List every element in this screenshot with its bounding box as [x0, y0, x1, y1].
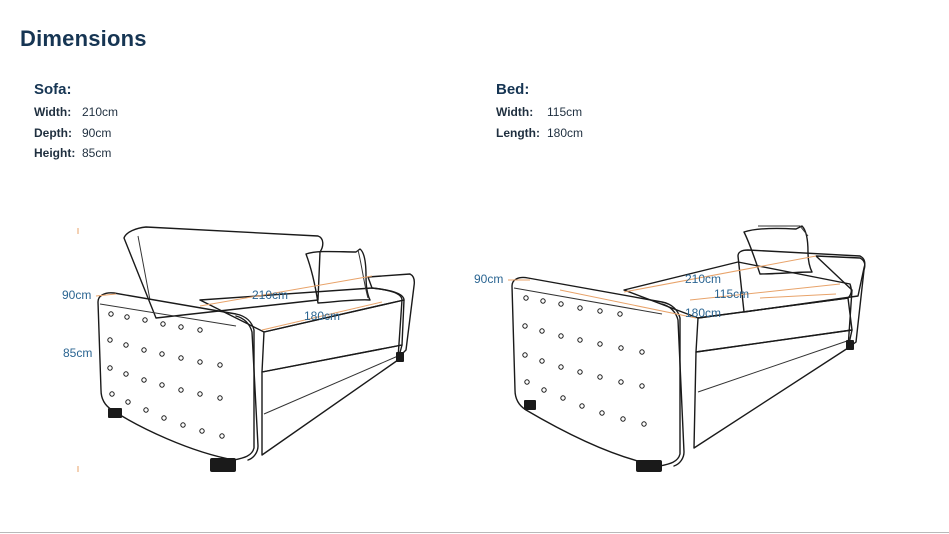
bed-illustration	[511, 225, 866, 472]
sofa-height-row: Height: 85cm	[34, 143, 118, 164]
bed-length-row: Length: 180cm	[496, 123, 583, 144]
bed-spec-list: Bed: Width: 115cm Length: 180cm	[496, 81, 583, 143]
bed-depth-label: 90cm	[474, 272, 503, 286]
sofa-depth-label: 90cm	[62, 288, 91, 302]
bed-width-row: Width: 115cm	[496, 102, 583, 123]
sofa-depth-row: Depth: 90cm	[34, 123, 118, 144]
spec-label: Width:	[34, 105, 72, 119]
spec-label: Width:	[496, 105, 534, 119]
tufting-buttons	[107, 311, 225, 439]
page-title: Dimensions	[20, 26, 147, 51]
bed-bed-width-label: 115cm	[714, 287, 749, 301]
bed-length-label: 180cm	[685, 306, 721, 320]
spec-value: 210cm	[82, 105, 119, 119]
sofa-illustration	[97, 226, 416, 472]
sofa-dimension-lines	[77, 228, 383, 472]
sofa-width-row: Width: 210cm	[34, 102, 118, 123]
spec-value: 85cm	[82, 146, 112, 160]
tufting-buttons	[522, 295, 647, 427]
sofa-heading: Sofa:	[34, 81, 72, 98]
sofa-seat-label: 180cm	[304, 309, 340, 323]
sofa-width-label: 210cm	[252, 288, 288, 302]
footer-divider	[0, 532, 949, 533]
spec-label: Depth:	[34, 125, 72, 140]
sofa-height-label: 85cm	[63, 346, 92, 360]
spec-label: Height:	[34, 146, 76, 160]
bed-width-label: 210cm	[685, 272, 721, 286]
bed-heading: Bed:	[496, 81, 530, 98]
sofa-spec-list: Sofa: Width: 210cm Depth: 90cm Height: 85cm	[34, 81, 118, 164]
spec-value: 90cm	[82, 125, 112, 140]
bed-dimension-lines	[508, 255, 841, 319]
spec-label: Length:	[496, 125, 540, 140]
spec-value: 115cm	[547, 105, 583, 119]
spec-value: 180cm	[547, 125, 584, 140]
